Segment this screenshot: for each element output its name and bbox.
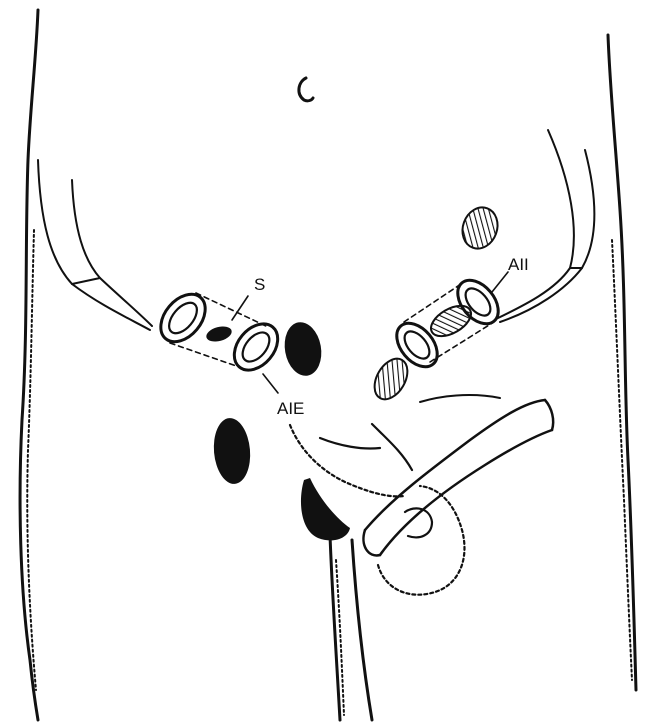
aie-leader-line (263, 374, 278, 393)
oval-marker-center (281, 319, 326, 378)
pubic-shading (301, 478, 350, 540)
hatched-marker-lower (368, 353, 414, 405)
body-outline-left (20, 10, 38, 720)
port-right (389, 273, 507, 375)
port-left (152, 286, 287, 379)
iliac-crest-left (38, 160, 152, 330)
label-s: S (254, 275, 265, 294)
oval-marker-lower (211, 417, 253, 486)
iliac-crest-right (498, 130, 594, 322)
s-marker (205, 324, 234, 344)
aii-leader-line (492, 272, 508, 292)
hatched-marker-upper (457, 202, 503, 253)
label-aii: AII (508, 255, 529, 274)
body-outline-right (608, 35, 636, 690)
genital-region (290, 395, 553, 595)
umbilicus (299, 78, 313, 101)
thigh-outline (330, 535, 372, 720)
label-aie: AIE (277, 399, 304, 418)
